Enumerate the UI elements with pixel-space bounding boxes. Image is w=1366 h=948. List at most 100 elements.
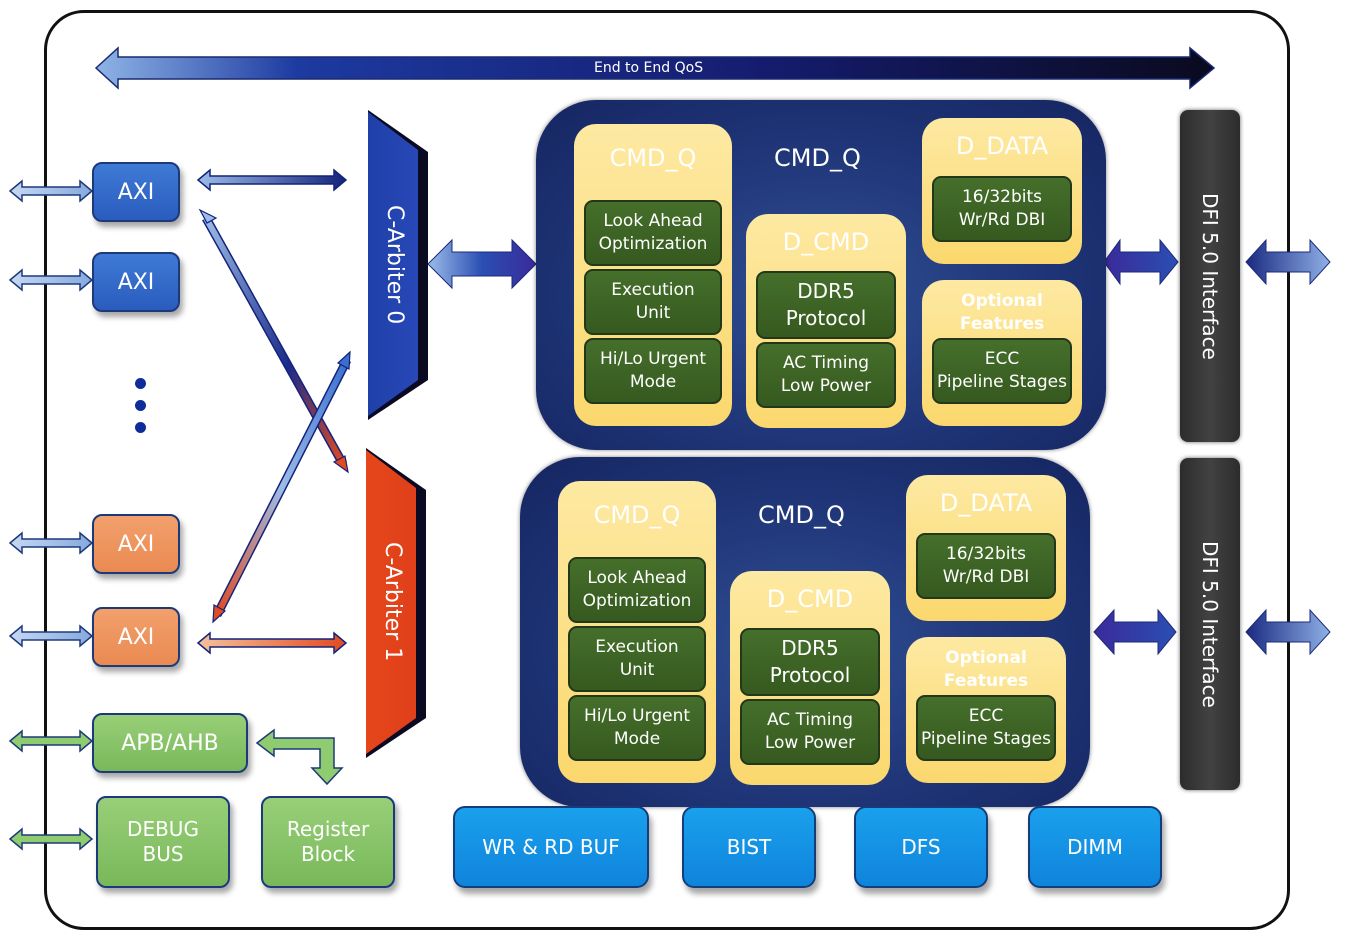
ddr5-line1: DDR5 — [797, 279, 855, 303]
execution-unit-line2: Unit — [635, 303, 671, 323]
d-data-title: D_DATA — [955, 132, 1049, 160]
urgent-mode-line1: Hi/Lo Urgent — [599, 349, 707, 369]
qos-arrow — [94, 46, 1216, 90]
axi-port-1-label: AXI — [117, 179, 155, 205]
execution-unit-line1: Execution — [611, 280, 695, 300]
apb-to-register-arrow — [255, 728, 344, 786]
ecc-line1: ECC — [984, 349, 1020, 369]
port-arrow-axi-1 — [8, 179, 94, 203]
dfs-label: DFS — [901, 835, 941, 859]
d-data-title: D_DATA — [939, 489, 1033, 517]
bist-block[interactable]: BIST — [682, 806, 816, 888]
ddr5-line1: DDR5 — [781, 636, 839, 660]
execution-unit-line2: Unit — [619, 660, 655, 680]
optional-title-line2: Features — [943, 671, 1029, 691]
dfs-block[interactable]: DFS — [854, 806, 988, 888]
axi-port-1[interactable]: AXI — [92, 162, 180, 222]
wr-rd-buf-label: WR & RD BUF — [482, 835, 620, 859]
controller1-to-dfi1-arrow — [1093, 608, 1177, 656]
apb-ahb-block[interactable]: APB/AHB — [92, 713, 248, 773]
apb-ahb-label: APB/AHB — [121, 730, 219, 756]
crossbar-arrows — [198, 208, 352, 624]
optional-title-line1: Optional — [945, 648, 1027, 668]
port-arrow-debug — [8, 827, 94, 851]
look-ahead-line1: Look Ahead — [603, 211, 703, 231]
qos-label: End to End QoS — [594, 60, 704, 76]
dfi-interface-0[interactable]: DFI 5.0 Interface — [1180, 110, 1240, 442]
controller-0-center-label: CMD_Q — [774, 144, 861, 172]
diagram-frame — [44, 10, 1290, 930]
debug-bus-label-line2: BUS — [142, 842, 184, 866]
ellipsis-dots-icon — [135, 378, 146, 444]
look-ahead-line2: Optimization — [582, 591, 692, 611]
dimm-block[interactable]: DIMM — [1028, 806, 1162, 888]
ecc-line2: Pipeline Stages — [921, 729, 1051, 749]
controller-1-center-label: CMD_Q — [758, 501, 845, 529]
external-port-arrows — [8, 179, 94, 851]
urgent-mode-line1: Hi/Lo Urgent — [583, 706, 691, 726]
urgent-mode-line2: Mode — [629, 372, 677, 392]
optional-title-line1: Optional — [961, 291, 1043, 311]
arbiter-1-label: C-Arbiter 1 — [380, 542, 405, 662]
ac-timing-line2: Low Power — [780, 376, 872, 396]
axi-port-2[interactable]: AXI — [92, 252, 180, 312]
axi-port-4[interactable]: AXI — [92, 607, 180, 667]
dbi-line1: 16/32bits — [945, 544, 1026, 564]
axi-port-4-label: AXI — [117, 624, 155, 650]
port-arrow-axi-2 — [8, 268, 94, 292]
axi-port-3[interactable]: AXI — [92, 514, 180, 574]
bist-label: BIST — [726, 835, 772, 859]
register-block-label-line2: Block — [300, 842, 356, 866]
dfi-interface-1-label-wrap: DFI 5.0 Interface — [1180, 458, 1240, 790]
axi4-to-arbiter1-arrow — [196, 631, 348, 655]
dfi-interface-0-label: DFI 5.0 Interface — [1198, 192, 1222, 360]
cmd-q-title: CMD_Q — [593, 501, 681, 529]
look-ahead-line2: Optimization — [598, 234, 708, 254]
port-arrow-axi-3 — [8, 531, 94, 555]
wr-rd-buf-block[interactable]: WR & RD BUF — [453, 806, 649, 888]
dfi-interface-1[interactable]: DFI 5.0 Interface — [1180, 458, 1240, 790]
urgent-mode-line2: Mode — [613, 729, 661, 749]
dfi-interface-1-label: DFI 5.0 Interface — [1198, 540, 1222, 708]
controller0-to-dfi0-arrow — [1103, 238, 1179, 286]
ac-timing-line1: AC Timing — [782, 353, 870, 373]
dimm-label: DIMM — [1067, 835, 1123, 859]
dbi-line2: Wr/Rd DBI — [958, 210, 1046, 230]
arbiter-1-face — [366, 450, 416, 754]
arbiter0-to-controller-arrow — [427, 238, 537, 290]
port-arrow-axi-4 — [8, 624, 94, 648]
register-block-label-line1: Register — [286, 817, 370, 841]
ac-timing-line2: Low Power — [764, 733, 856, 753]
dfi1-external-arrow — [1245, 608, 1331, 656]
dbi-line2: Wr/Rd DBI — [942, 567, 1030, 587]
ddr5-line2: Protocol — [785, 306, 867, 330]
execution-unit-line1: Execution — [595, 637, 679, 657]
